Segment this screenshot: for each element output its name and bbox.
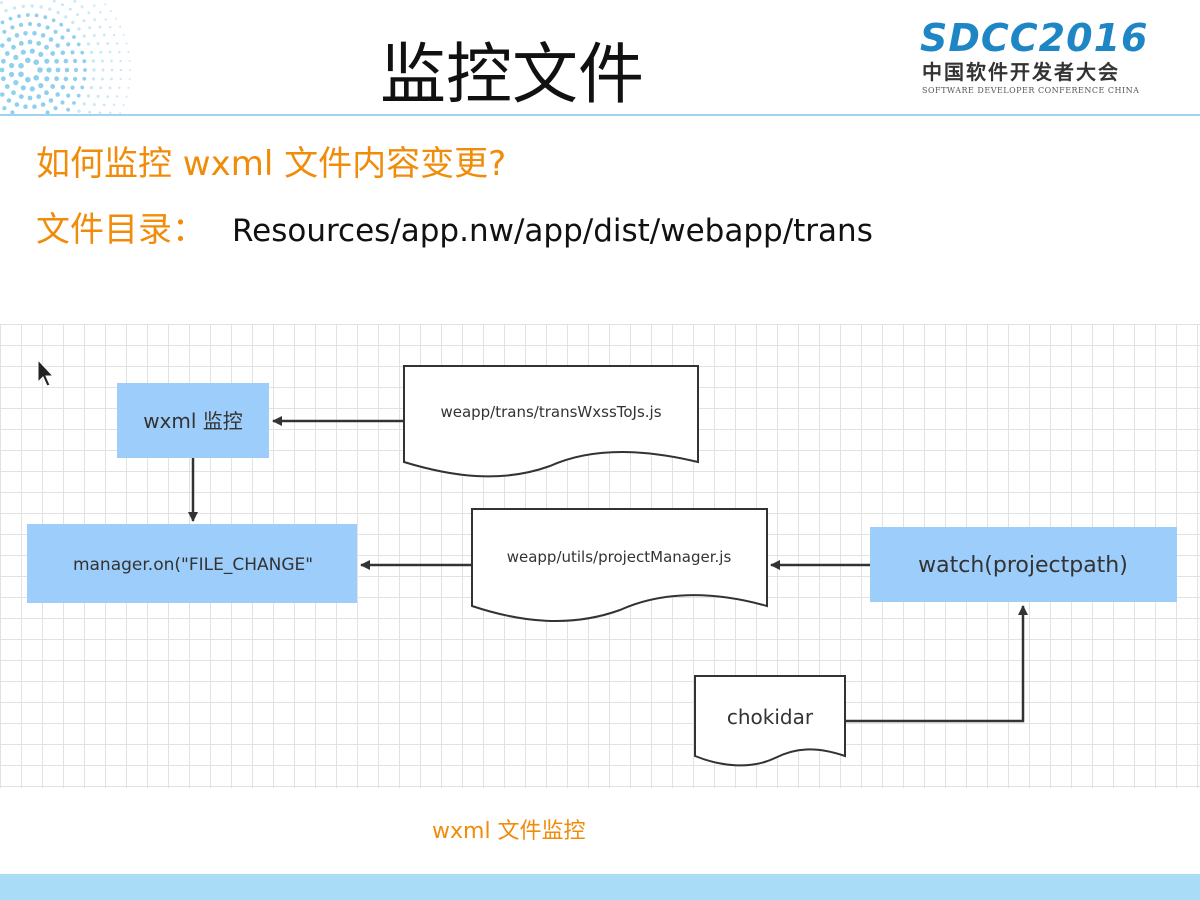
sdcc-logo: SDCC2016 中国软件开发者大会 SOFTWARE DEVELOPER CO…: [920, 16, 1190, 108]
dots-decoration: [0, 0, 131, 114]
logo-chinese-text: 中国软件开发者大会: [922, 60, 1120, 84]
node-wxml-monitor-label: wxml 监控: [143, 409, 243, 433]
header-divider: [0, 114, 1200, 116]
diagram-canvas: wxml 监控 manager.on("FILE_CHANGE" watch(p…: [0, 324, 1200, 788]
mouse-cursor-icon: [37, 358, 55, 387]
node-wxml-monitor: wxml 监控: [117, 383, 269, 458]
doc-trans-file-label: weapp/trans/transWxssToJs.js: [440, 403, 661, 421]
doc-trans-file: weapp/trans/transWxssToJs.js: [403, 365, 699, 478]
doc-chokidar: chokidar: [694, 675, 846, 767]
doc-project-manager-label: weapp/utils/projectManager.js: [507, 548, 732, 566]
flow-diagram: wxml 监控 manager.on("FILE_CHANGE" watch(p…: [27, 358, 1177, 767]
doc-project-manager: weapp/utils/projectManager.js: [471, 508, 768, 622]
logo-main-text: SDCC2016: [920, 16, 1149, 60]
diagram-caption: wxml 文件监控: [432, 819, 586, 844]
slide-title: 监控文件: [380, 36, 644, 113]
footer-bar: [0, 874, 1200, 900]
doc-chokidar-label: chokidar: [727, 705, 814, 729]
logo-english-text: SOFTWARE DEVELOPER CONFERENCE CHINA: [922, 86, 1140, 95]
question-text: 如何监控 wxml 文件内容变更?: [36, 144, 507, 184]
node-manager-on: manager.on("FILE_CHANGE": [27, 524, 357, 603]
arrow-chokidar-to-watch: [845, 605, 1028, 723]
node-watch: watch(projectpath): [870, 527, 1177, 602]
node-manager-on-label: manager.on("FILE_CHANGE": [73, 555, 313, 575]
directory-label: 文件目录：: [36, 210, 206, 250]
node-watch-label: watch(projectpath): [918, 553, 1128, 578]
slide-header: 监控文件 SDCC2016 中国软件开发者大会 SOFTWARE DEVELOP…: [0, 0, 1200, 114]
directory-path: Resources/app.nw/app/dist/webapp/trans: [232, 213, 873, 249]
directory-line: 文件目录： Resources/app.nw/app/dist/webapp/tr…: [36, 205, 873, 261]
